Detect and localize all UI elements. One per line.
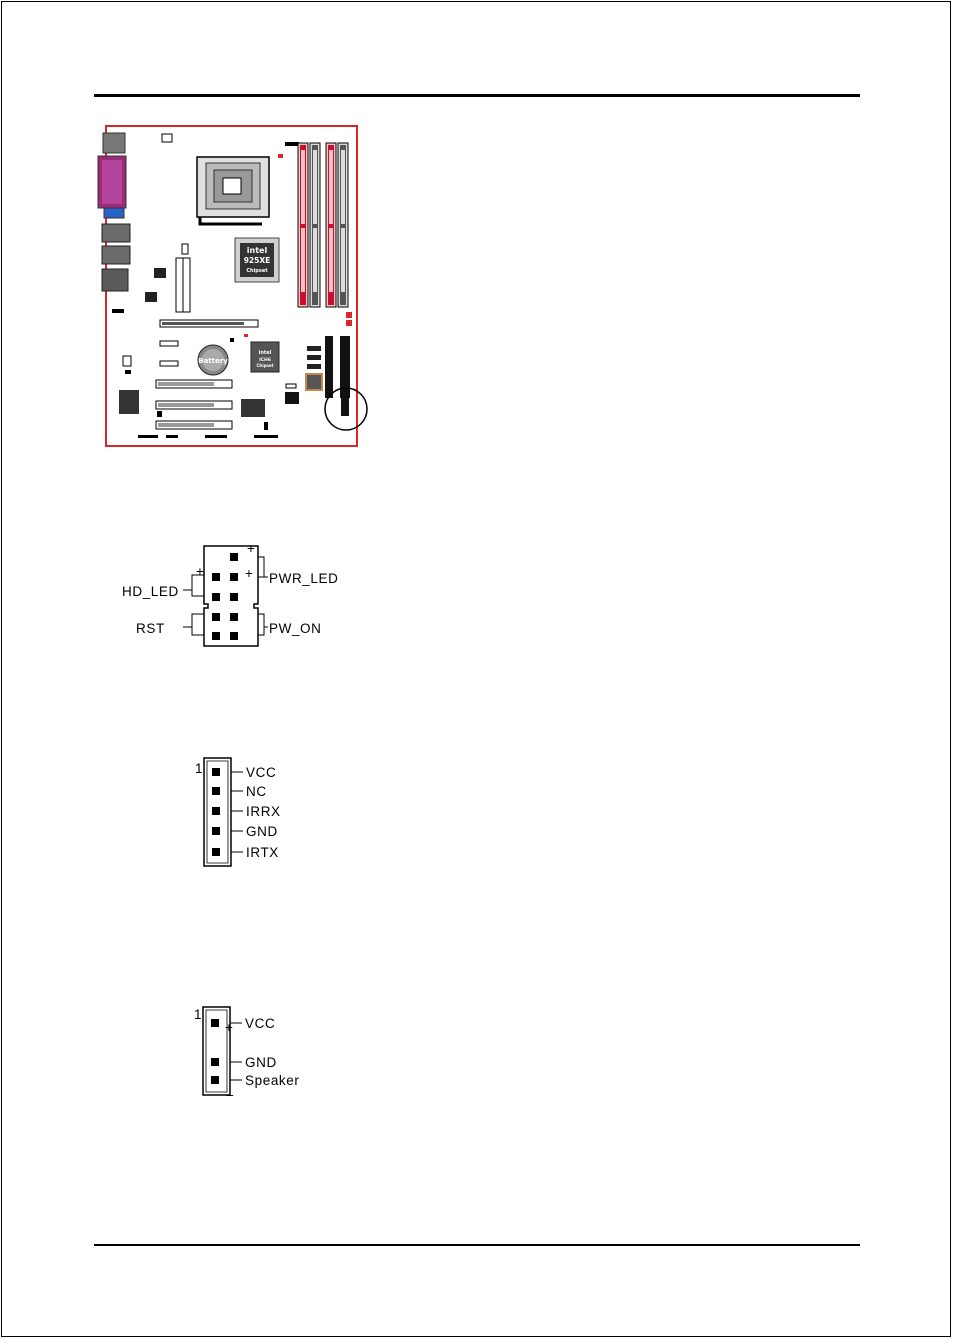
speaker-pin-gnd: [211, 1058, 219, 1066]
speaker-label-gnd: GND: [245, 1055, 277, 1070]
speaker-pin-vcc: [211, 1019, 219, 1027]
speaker-plus: +: [225, 1020, 233, 1035]
speaker-pin1-label: 1: [194, 1007, 202, 1022]
speaker-label-speaker: Speaker: [245, 1073, 299, 1088]
speaker-pin-speaker: [211, 1076, 219, 1084]
speaker-minus: −: [226, 1088, 234, 1103]
footer-rule: [94, 1244, 860, 1246]
speaker-label-vcc: VCC: [245, 1016, 275, 1031]
speaker-diagram: 1 + − VCC GND Speaker: [0, 0, 954, 1120]
